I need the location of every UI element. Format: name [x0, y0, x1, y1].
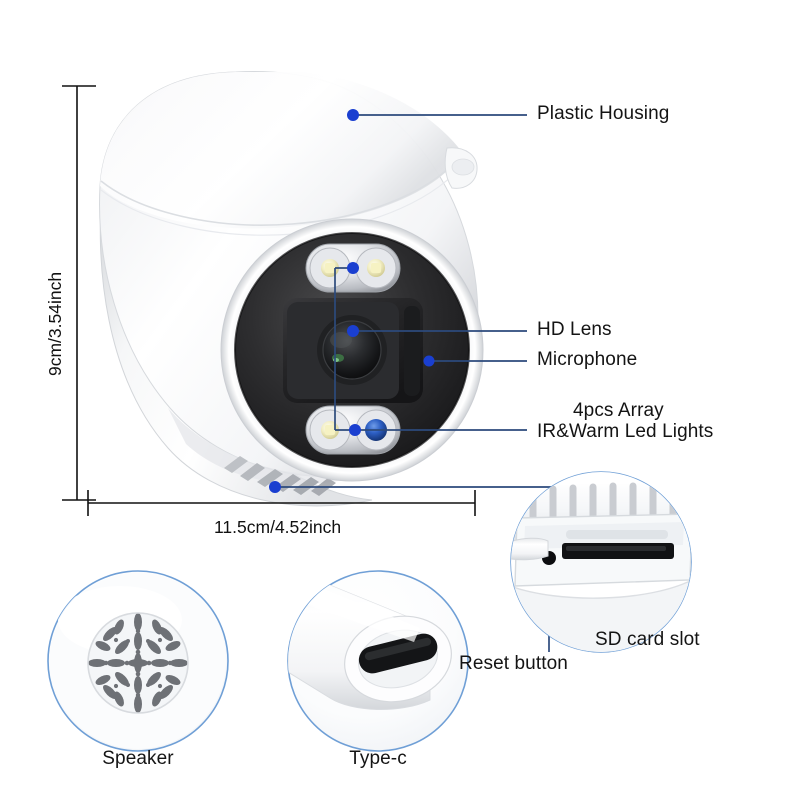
dot-led-top — [347, 262, 359, 274]
camera-body — [99, 71, 484, 507]
speaker-grille-pattern — [88, 613, 188, 713]
callout-label-ir-leds-line2: IR&Warm Led Lights — [537, 421, 714, 443]
dot-hd-lens — [347, 325, 359, 337]
led-top-right — [355, 247, 397, 289]
dimension-width-label: 11.5cm/4.52inch — [214, 517, 342, 537]
dot-led-bottom — [349, 424, 361, 436]
inset-label-type-c: Type-c — [349, 748, 407, 769]
inset-typec — [287, 570, 469, 752]
dimension-height-label: 9cm/3.54inch — [45, 271, 65, 376]
vent-slots — [224, 456, 336, 496]
callout-label-ir-leds-line1: 4pcs Array — [573, 400, 664, 421]
callout-label-plastic-housing: Plastic Housing — [537, 103, 670, 124]
dot-plastic-housing — [347, 109, 359, 121]
callout-label-hd-lens: HD Lens — [537, 319, 612, 340]
dot-microphone — [423, 355, 435, 367]
dimension-lines — [62, 85, 476, 516]
callout-label-microphone: Microphone — [537, 349, 638, 370]
callout-label-sd-card-slot: SD card slot — [595, 629, 700, 650]
callout-label-ir-leds: 4pcs Array IR&Warm Led Lights — [537, 400, 713, 443]
callout-label-reset-button: Reset button — [459, 653, 568, 674]
inset-label-speaker: Speaker — [102, 748, 174, 769]
inset-speaker — [47, 570, 229, 752]
dot-vent — [269, 481, 281, 493]
